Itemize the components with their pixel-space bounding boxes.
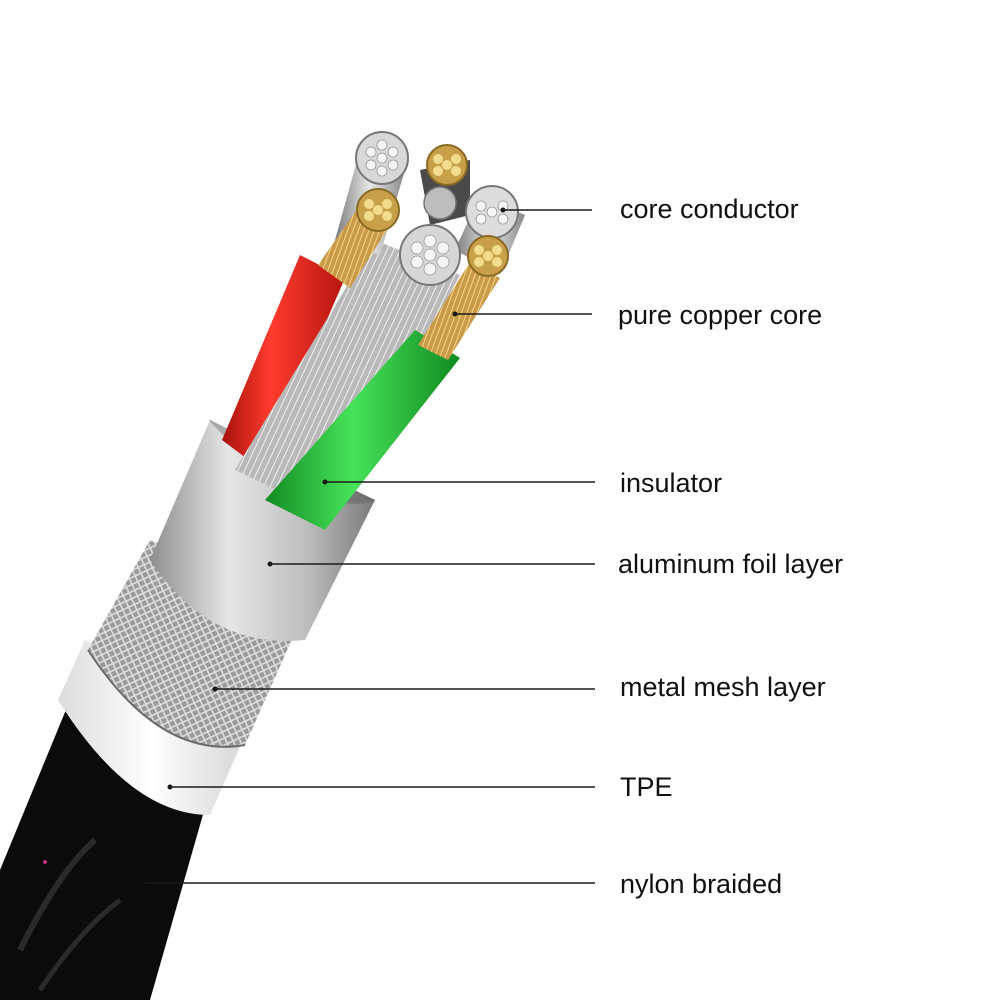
conductor-end-faces [355,131,519,286]
red-insulator [222,255,345,470]
leader-lines [145,207,595,884]
label-tpe: TPE [620,772,673,802]
green-insulator [265,330,460,530]
tpe-layer [58,640,245,815]
label-metal-mesh-layer: metal mesh layer [620,672,826,702]
label-core-conductor: core conductor [620,194,799,224]
label-nylon-braided: nylon braided [620,869,782,899]
label-insulator: insulator [620,468,722,498]
label-pure-copper-core: pure copper core [618,300,822,330]
label-aluminum-foil-layer: aluminum foil layer [618,549,843,579]
copper-conductor-right [418,262,500,360]
silver-stranded-wire [235,240,460,515]
labels: core conductor pure copper core insulato… [618,194,843,899]
